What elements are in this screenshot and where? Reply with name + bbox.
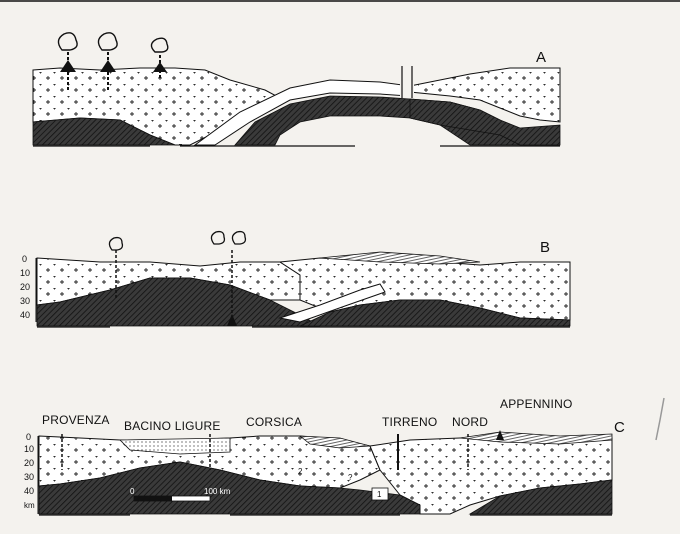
depth-tick-10: 10 — [20, 268, 30, 278]
section-c-basin-sediments — [119, 437, 231, 455]
section-b-letter: B — [540, 239, 550, 256]
section-b-slab — [278, 283, 386, 323]
section-c-sediments-left — [298, 435, 371, 449]
depth-tick-30: 30 — [24, 472, 34, 482]
region-label-tirreno: TIRRENO — [382, 415, 437, 429]
region-label-bacino-ligure: BACINO LIGURE — [124, 419, 221, 433]
section-b-volcano-2 — [210, 230, 247, 326]
depth-tick-30: 30 — [20, 296, 30, 306]
section-b-sediments — [319, 251, 481, 265]
depth-tick-20: 20 — [20, 282, 30, 292]
section-c-mantle-right — [468, 479, 613, 515]
section-c-letter: C — [614, 419, 625, 436]
section-a-crust-right — [409, 67, 561, 123]
section-a-gap — [400, 66, 414, 98]
scale-bar-start: 0 — [130, 487, 135, 496]
depth-tick-10: 10 — [24, 444, 34, 454]
section-b-volcano-1 — [108, 236, 124, 300]
unit-1-label: 1 — [377, 490, 382, 499]
depth-unit-label: km — [24, 501, 35, 510]
region-label-nord: NORD — [452, 415, 488, 429]
scale-bar-end: 100 km — [204, 487, 231, 496]
section-b: 0 10 20 30 40 B — [20, 230, 571, 328]
section-a: A — [32, 32, 561, 147]
section-a-mantle-right — [409, 98, 561, 146]
scale-bar: 0 100 km — [130, 487, 231, 502]
section-a-volcano-3 — [150, 37, 169, 80]
depth-tick-0: 0 — [26, 432, 31, 442]
region-label-corsica: CORSICA — [246, 415, 302, 429]
unit-2-label: 2 — [298, 467, 303, 476]
section-b-mantle-left — [36, 277, 321, 327]
section-a-volcano-1 — [57, 32, 78, 90]
section-c-depth-axis: 0 10 20 30 40 km — [24, 432, 39, 514]
region-label-appennino: APPENNINO — [500, 397, 572, 411]
section-a-volcano-2 — [97, 32, 118, 92]
section-b-mantle-right — [299, 299, 571, 327]
depth-tick-0: 0 — [22, 254, 27, 264]
region-label-provenza: PROVENZA — [42, 413, 110, 427]
depth-tick-20: 20 — [24, 458, 34, 468]
depth-tick-40: 40 — [24, 486, 34, 496]
section-c: 0 10 20 30 40 km 1 2 ? PROVENZA BA — [24, 397, 625, 516]
section-a-mantle-left — [32, 117, 190, 146]
margin-mark — [655, 397, 665, 441]
depth-tick-40: 40 — [20, 310, 30, 320]
unit-1-box — [371, 487, 389, 501]
unit-question-label: ? — [348, 473, 353, 482]
section-b-depth-axis: 0 10 20 30 40 — [20, 254, 37, 322]
section-a-letter: A — [536, 49, 546, 66]
